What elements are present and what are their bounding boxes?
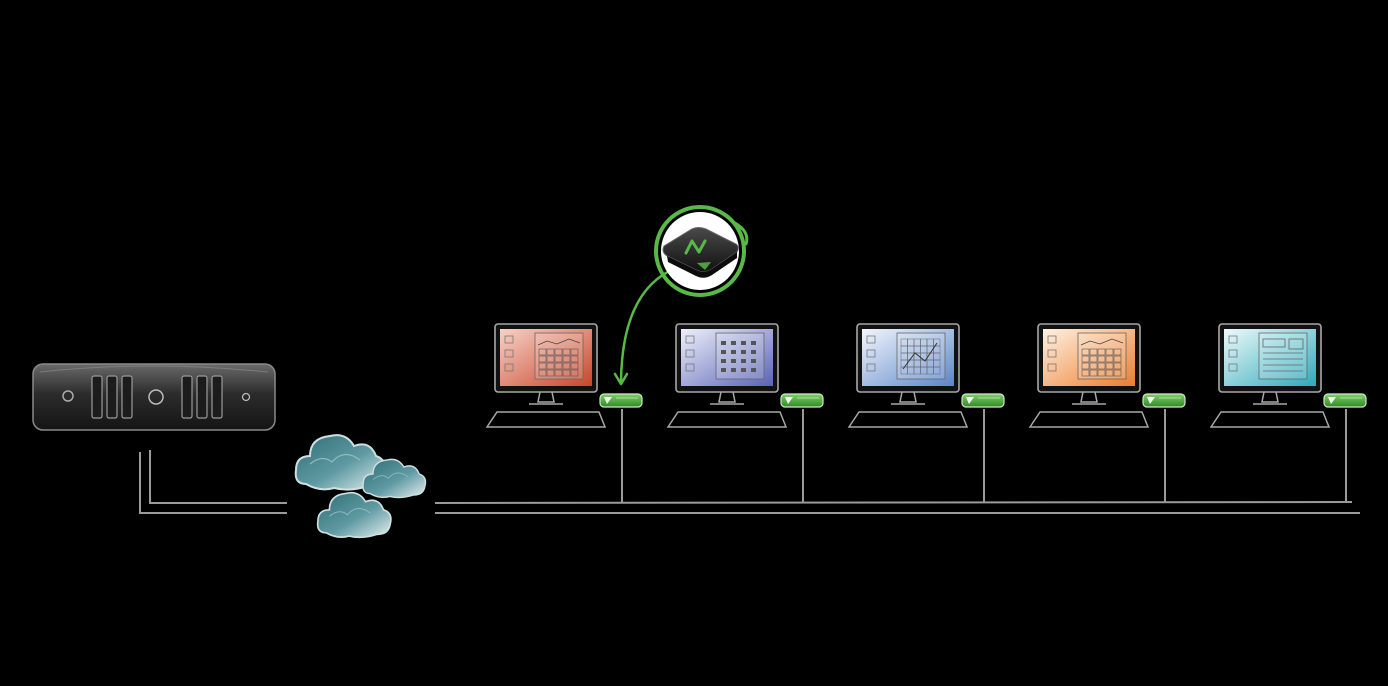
keyboard-icon [1209,411,1331,428]
callout-arrow [619,266,678,384]
cloud-icon [316,491,392,539]
keyboard-icon [847,411,969,428]
keyboard-icon [1028,411,1150,428]
keyboard-icon [485,411,607,428]
thin-client-device-icon [780,393,824,408]
workstation-4 [1028,323,1186,428]
keyboard-icon [666,411,788,428]
thin-client-device-icon [599,393,643,408]
thin-client-device-icon [1142,393,1186,408]
workstation-2 [666,323,824,428]
workstation-5 [1209,323,1367,428]
thin-client-device-icon [1323,393,1367,408]
network-wiring [139,409,1360,514]
cloud-icon [362,458,427,499]
cloud-icon [294,434,386,491]
internet-clouds [294,434,427,539]
monitor-icon [1218,323,1322,405]
server [32,363,276,431]
screen-content [866,332,946,380]
monitor-icon [675,323,779,405]
workstation-1 [485,323,643,428]
screen-content [1228,332,1308,380]
screen-content [504,332,584,380]
thin-client-device-icon [662,227,739,278]
monitor-icon [1037,323,1141,405]
highlight-ring [654,205,746,297]
thin-client-callout [613,205,749,386]
monitor-icon [494,323,598,405]
workstation-3 [847,323,1005,428]
screen-content [685,332,765,380]
screen-content [1047,332,1127,380]
monitor-icon [856,323,960,405]
thin-client-device-icon [961,393,1005,408]
callout-arrowhead [613,372,629,386]
workstation-drops [621,409,1347,502]
workstations [485,323,1367,428]
rack-server-icon [32,363,276,431]
